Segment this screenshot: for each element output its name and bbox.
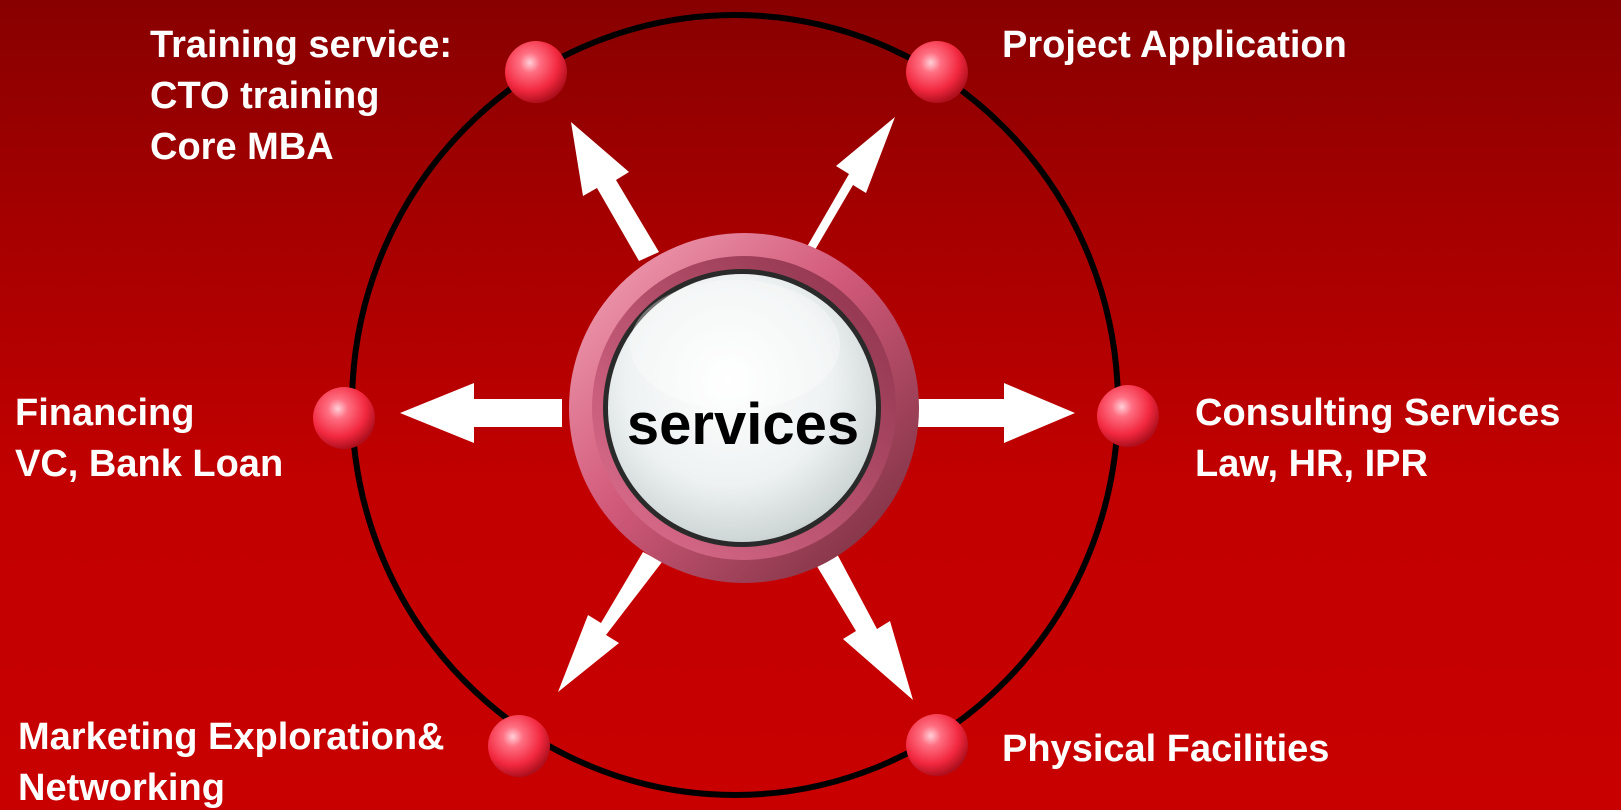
- node-dot-project: [906, 41, 968, 103]
- services-hub: [569, 233, 919, 583]
- node-dot-training: [505, 41, 567, 103]
- node-label-line: Project Application: [1002, 24, 1347, 66]
- node-dot-financing: [313, 387, 375, 449]
- arrow-to-financing: [400, 383, 562, 443]
- node-label-marketing: Marketing Exploration& Networking: [18, 712, 445, 810]
- node-label-line: Marketing Exploration&: [18, 716, 445, 758]
- node-label-line: Networking: [18, 767, 225, 809]
- node-dot-marketing: [488, 715, 550, 777]
- node-label-line: Financing: [15, 392, 195, 434]
- arrow-to-marketing: [558, 552, 662, 692]
- arrow-to-training: [571, 122, 659, 261]
- node-label-line: Consulting Services: [1195, 392, 1561, 434]
- node-label-consulting: Consulting Services Law, HR, IPR: [1195, 388, 1560, 490]
- node-label-line: Law, HR, IPR: [1195, 443, 1428, 485]
- node-label-line: CTO training: [150, 75, 380, 117]
- node-label-line: VC, Bank Loan: [15, 443, 284, 485]
- node-label-project: Project Application: [1002, 20, 1347, 71]
- node-dot-consulting: [1097, 385, 1159, 447]
- node-dot-physical: [906, 714, 968, 776]
- node-label-financing: Financing VC, Bank Loan: [15, 388, 283, 490]
- services-hub-label: services: [626, 392, 860, 457]
- arrow-to-project: [808, 117, 895, 255]
- node-label-line: Training service:: [150, 24, 453, 66]
- node-label-physical: Physical Facilities: [1002, 724, 1329, 775]
- arrow-to-consulting: [915, 383, 1075, 443]
- arrow-to-physical: [815, 552, 913, 700]
- node-label-training: Training service: CTO training Core MBA: [150, 20, 452, 173]
- node-label-line: Physical Facilities: [1002, 728, 1330, 770]
- node-label-line: Core MBA: [150, 126, 334, 168]
